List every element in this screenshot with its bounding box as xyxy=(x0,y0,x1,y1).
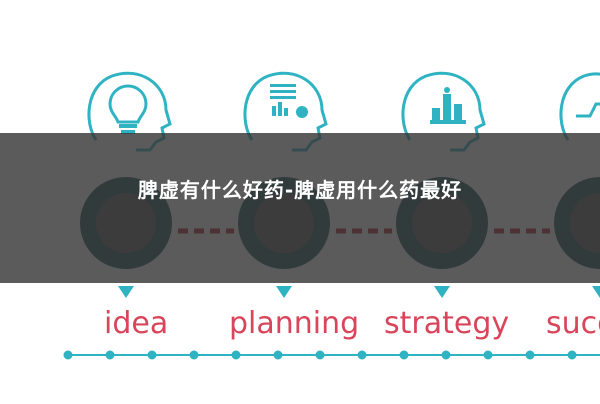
lightbulb-icon xyxy=(108,84,148,134)
head-profile-success xyxy=(559,72,600,141)
head-profile-strategy xyxy=(401,71,486,152)
chess-pieces-icon xyxy=(430,87,466,124)
banner-title: 脾虚有什么好药-脾虚用什么药最好 xyxy=(137,178,463,202)
timeline xyxy=(63,350,600,360)
stage-label-strategy: strategy xyxy=(384,306,510,341)
hand-icon xyxy=(576,102,600,118)
stage-label-idea: idea xyxy=(104,306,169,341)
document-chart-icon xyxy=(270,84,308,118)
stage-label-success: succ xyxy=(546,306,600,341)
head-profile-planning xyxy=(243,71,328,152)
stage-label-planning: planning xyxy=(229,306,360,341)
title-banner xyxy=(0,133,600,283)
head-profile-idea xyxy=(87,71,172,152)
